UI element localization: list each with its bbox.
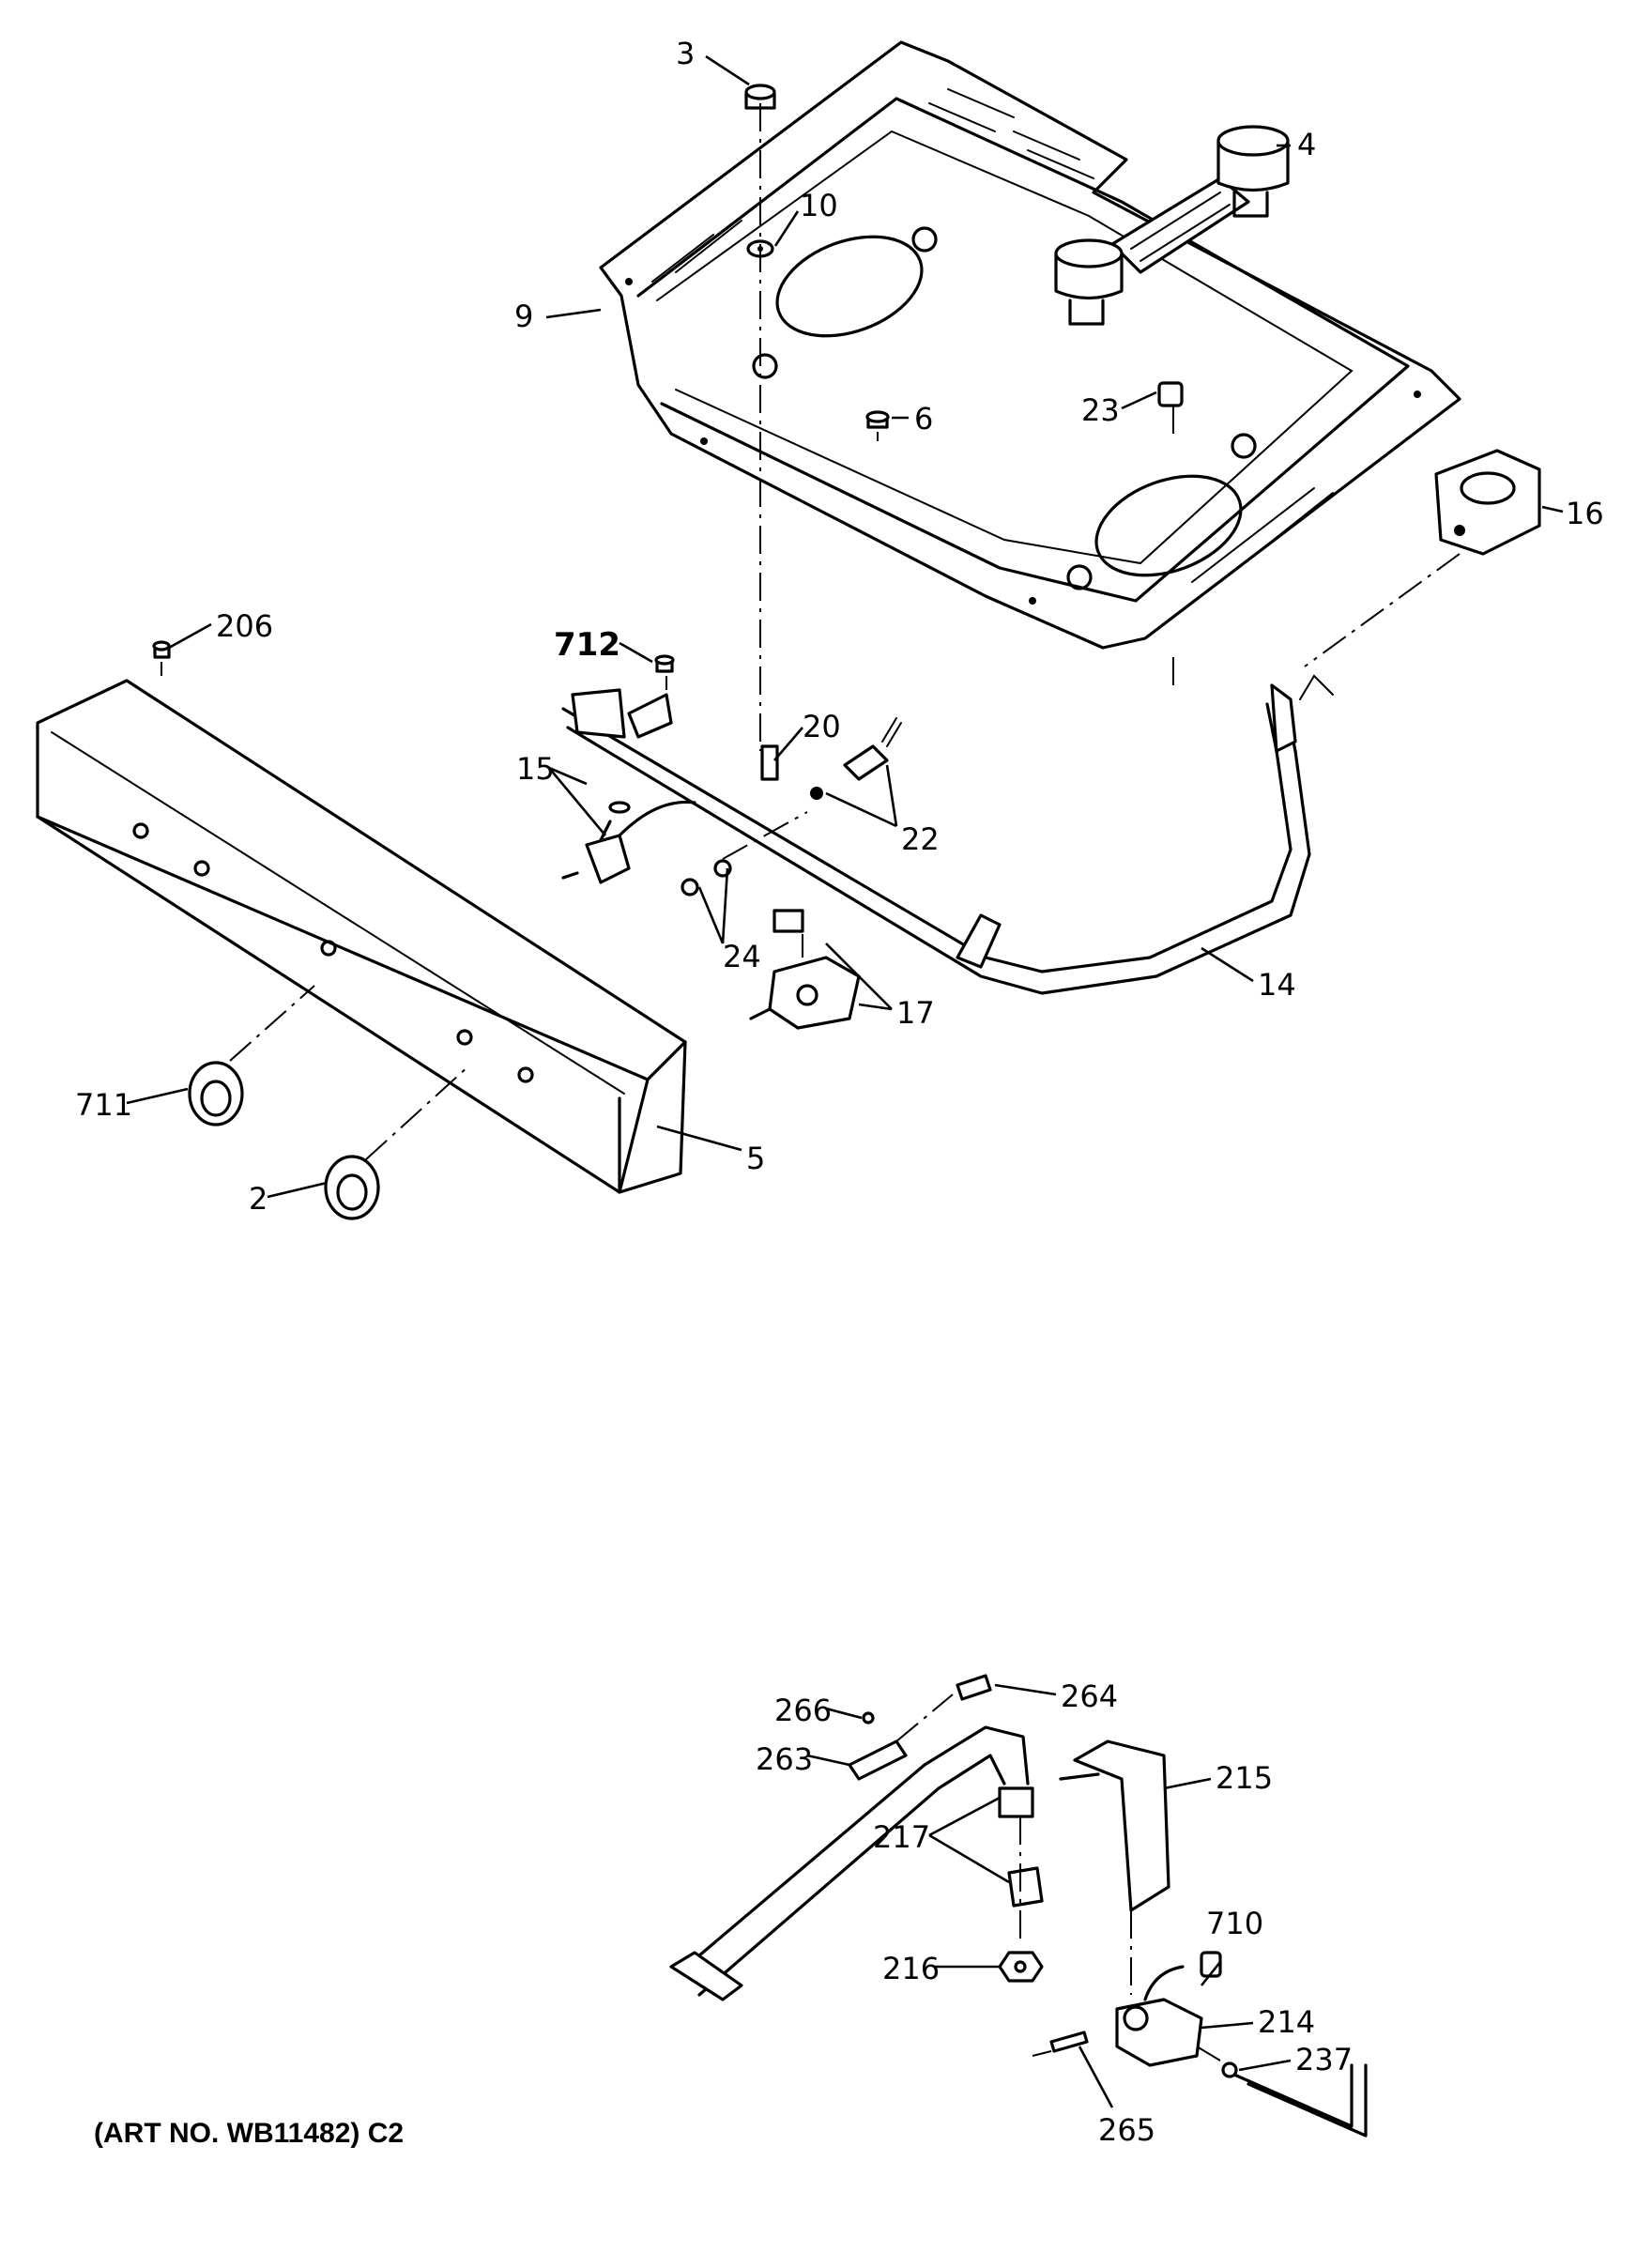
leader-lines <box>126 54 1564 2108</box>
screw-part-6 <box>865 410 890 429</box>
callout-10: 10 <box>800 188 838 223</box>
callout-264: 264 <box>1061 1678 1118 1714</box>
screw-part-266 <box>862 1711 875 1724</box>
callout-216: 216 <box>882 1951 940 1986</box>
screw-part-712 <box>654 654 675 673</box>
callout-3: 3 <box>676 36 695 71</box>
knob-part-2 <box>324 1155 380 1220</box>
callout-16: 16 <box>1566 496 1604 531</box>
igniter-part-263 <box>848 1740 908 1781</box>
callout-23: 23 <box>1081 392 1120 428</box>
tube-part-237 <box>1221 2061 1368 2138</box>
nut-part-216 <box>998 1951 1044 1983</box>
callout-14: 14 <box>1258 967 1296 1003</box>
callout-263: 263 <box>756 1741 813 1777</box>
callout-214: 214 <box>1258 2004 1315 2040</box>
screw-part-3 <box>744 84 776 110</box>
assembly-guidelines <box>161 103 1461 2061</box>
bracket-part-16 <box>1434 449 1541 556</box>
control-panel-part-5 <box>36 679 687 1194</box>
manifold-pipe-part-14 <box>561 674 1334 995</box>
callout-labels: 3 4 10 9 6 23 16 206 712 20 15 22 24 17 … <box>75 36 1604 2148</box>
callout-237: 237 <box>1295 2042 1353 2077</box>
top-burner-assembly-part-4 <box>1054 125 1290 326</box>
orifice-part-22 <box>810 717 902 800</box>
callout-265: 265 <box>1098 2112 1155 2148</box>
oven-burner-tube-part-217 <box>669 1725 1044 2001</box>
callout-22: 22 <box>901 821 940 857</box>
callout-4: 4 <box>1297 127 1316 162</box>
callout-24: 24 <box>723 939 761 974</box>
knob-part-711 <box>188 1061 244 1126</box>
burner-box-part-9 <box>599 40 1461 650</box>
callout-206: 206 <box>216 608 273 644</box>
valve-part-17 <box>749 909 861 1030</box>
callout-710: 710 <box>1206 1906 1263 1941</box>
bracket-part-215 <box>1059 1740 1170 1912</box>
fitting-part-265 <box>1049 2031 1089 2053</box>
art-number: (ART NO. WB11482) C2 <box>94 2118 404 2149</box>
callout-217: 217 <box>873 1819 930 1855</box>
screw-part-206 <box>152 640 171 659</box>
callout-20: 20 <box>803 709 841 744</box>
callout-2: 2 <box>249 1181 268 1217</box>
spacer-part-23 <box>1157 381 1184 407</box>
callout-15: 15 <box>516 751 555 787</box>
callout-215: 215 <box>1216 1760 1273 1796</box>
orifice-part-20 <box>760 744 779 781</box>
callout-5: 5 <box>746 1141 765 1176</box>
connector-part-264 <box>956 1674 992 1701</box>
callout-6: 6 <box>914 401 933 437</box>
callout-17: 17 <box>896 995 935 1031</box>
valve-part-15 <box>561 800 696 884</box>
callout-266: 266 <box>774 1693 832 1728</box>
callout-712: 712 <box>554 626 620 664</box>
callout-9: 9 <box>514 299 533 334</box>
orifice-part-24 <box>681 859 732 897</box>
thermostat-part-214 <box>1115 1951 1222 2067</box>
callout-711: 711 <box>75 1087 132 1123</box>
